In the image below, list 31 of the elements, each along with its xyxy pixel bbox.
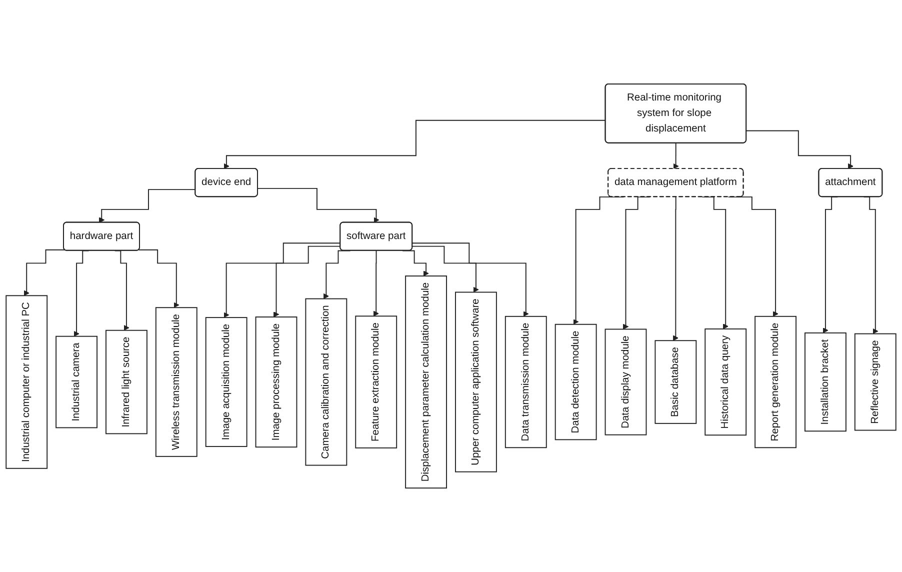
node-box: Upper computer application software: [455, 292, 497, 472]
node-box: Reflective signage: [854, 333, 896, 431]
arrow: [257, 188, 380, 223]
arrow: [373, 250, 379, 316]
node-box: Image acquisition module: [205, 317, 248, 447]
node-box: Feature extraction module: [355, 316, 398, 448]
arrow: [273, 246, 341, 318]
arrow: [412, 246, 479, 292]
arrow: [224, 120, 606, 170]
node-box: Data display module: [604, 328, 647, 436]
node-box: Industrial camera: [56, 336, 98, 428]
node-box: Displacement parameter calculation module: [405, 276, 447, 489]
node-box: Infrared light source: [106, 330, 148, 434]
arrow: [98, 189, 196, 223]
node-box: Industrial computer or industrial PC: [6, 295, 48, 469]
arrow: [138, 249, 180, 308]
node-box: Installation bracket: [804, 332, 846, 432]
arrow: [224, 242, 341, 318]
node-box: Wireless transmission module: [155, 307, 198, 457]
node-box: Report generation module: [754, 316, 796, 448]
node-box: Data detection module: [554, 324, 597, 440]
arrow: [746, 130, 854, 170]
node-box: Image processing module: [255, 316, 298, 448]
node-box: Basic database: [654, 340, 697, 424]
node-box: Data transmission module: [504, 316, 547, 448]
node-box: Camera calibration and correction: [305, 298, 348, 466]
arrow: [412, 242, 529, 317]
arrow: [672, 196, 678, 341]
arrow: [24, 249, 66, 296]
node-box: Historical data query: [704, 328, 747, 436]
arrow: [673, 142, 679, 170]
